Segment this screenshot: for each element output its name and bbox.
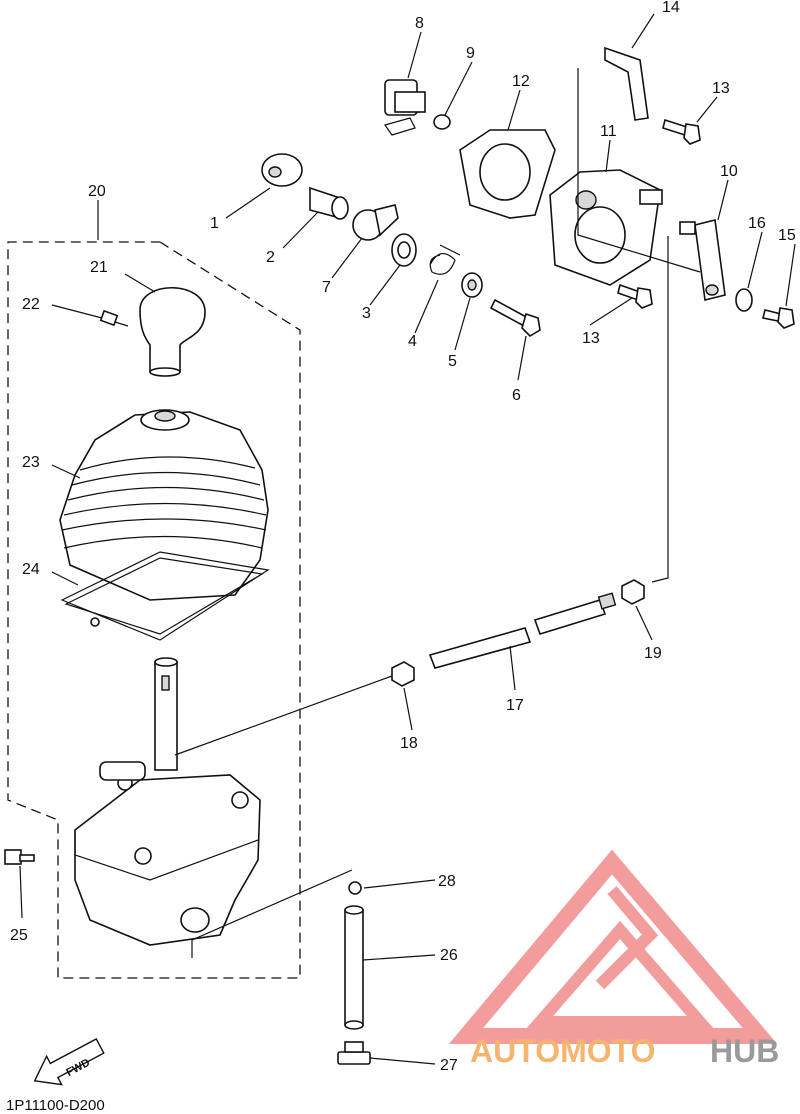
bolt-25 — [4, 849, 35, 865]
callout-16: 16 — [748, 215, 766, 232]
washer-3 — [391, 233, 417, 267]
callout-22: 22 — [22, 296, 40, 313]
diagram-code: 1P11100-D200 — [6, 1097, 105, 1114]
link-line-18-to-lever — [174, 675, 393, 756]
callout-27: 27 — [440, 1057, 458, 1074]
callout-21: 21 — [90, 259, 108, 276]
callout-14: 14 — [662, 0, 680, 16]
gear-7 — [352, 204, 399, 241]
callout-24: 24 — [22, 561, 40, 578]
watermark-logo — [448, 849, 778, 1044]
cap-1 — [261, 153, 303, 187]
gasket-24 — [60, 551, 270, 641]
washer-16 — [735, 288, 753, 312]
callout-7: 7 — [322, 279, 331, 296]
assembly-boundary — [7, 241, 301, 979]
callout-12: 12 — [512, 73, 530, 90]
bolt-13a — [662, 118, 701, 145]
oring-9 — [433, 114, 451, 130]
callout-3: 3 — [362, 305, 371, 322]
switch-8 — [384, 79, 426, 136]
callout-28: 28 — [438, 873, 456, 890]
callout-8: 8 — [415, 15, 424, 32]
bracket-14 — [604, 46, 649, 121]
nut-19 — [621, 579, 645, 605]
gasket-12 — [459, 129, 556, 219]
link-line-shaft-to-housing — [191, 869, 353, 958]
watermark-brand-left: AUTOMOTO — [470, 1033, 655, 1069]
callout-17: 17 — [506, 697, 524, 714]
link-line-lever-to-19 — [651, 236, 669, 583]
bolt-15 — [762, 307, 795, 329]
clip-28 — [348, 881, 362, 895]
callout-6: 6 — [512, 387, 521, 404]
bush-27 — [337, 1041, 371, 1065]
callout-2: 2 — [266, 249, 275, 266]
callout-5: 5 — [448, 353, 457, 370]
callout-9: 9 — [466, 45, 475, 62]
callout-25: 25 — [10, 927, 28, 944]
callout-18: 18 — [400, 735, 418, 752]
callout-20: 20 — [88, 183, 106, 200]
spring-4 — [429, 244, 461, 275]
callout-1: 1 — [210, 215, 219, 232]
bolt-13b — [617, 283, 653, 309]
bolt-6 — [489, 298, 541, 338]
boot — [59, 409, 269, 601]
knob — [139, 286, 206, 377]
screw-22 — [99, 309, 129, 327]
callout-4: 4 — [408, 333, 417, 350]
rod-17 — [428, 592, 617, 669]
callout-13-bottom: 13 — [582, 330, 600, 347]
shift-housing — [74, 761, 261, 946]
lever-10 — [679, 219, 726, 301]
callout-26: 26 — [440, 947, 458, 964]
callout-15: 15 — [778, 227, 796, 244]
leader-lines — [19, 13, 796, 1065]
cover-11 — [549, 169, 663, 286]
nut-18 — [391, 661, 415, 687]
forward-arrow-icon — [33, 1038, 105, 1086]
washer-5 — [461, 272, 483, 298]
callout-11: 11 — [600, 123, 617, 140]
callout-23: 23 — [22, 454, 40, 471]
callout-13-top: 13 — [712, 80, 730, 97]
link-line-cover-guide — [577, 68, 701, 273]
shaft-26 — [344, 905, 364, 1030]
collar-2 — [309, 186, 349, 220]
shift-lever — [154, 657, 178, 771]
watermark-brand-right: HUB — [710, 1033, 779, 1069]
callout-19: 19 — [644, 645, 662, 662]
callout-10: 10 — [720, 163, 738, 180]
